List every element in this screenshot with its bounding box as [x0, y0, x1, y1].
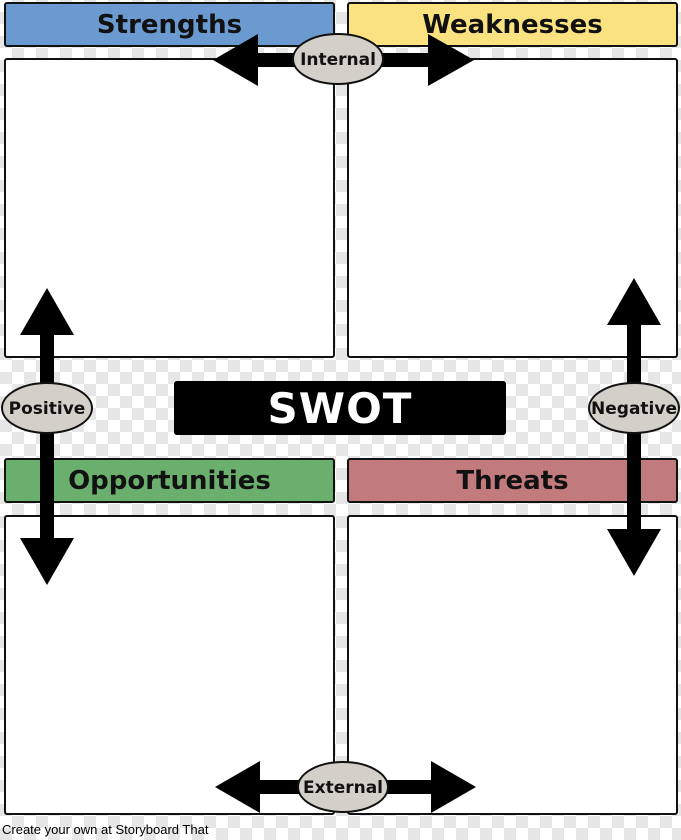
positive-arrow [20, 288, 74, 585]
negative-oval: Negative [588, 382, 680, 434]
threats-box[interactable] [347, 515, 678, 815]
strengths-header: Strengths [4, 2, 335, 47]
swot-title-text: SWOT [267, 383, 413, 433]
external-label: External [303, 778, 383, 798]
internal-label: Internal [300, 50, 376, 70]
external-oval: External [297, 761, 389, 813]
strengths-label: Strengths [96, 9, 243, 40]
weaknesses-header: Weaknesses [347, 2, 678, 47]
strengths-box[interactable] [4, 58, 335, 358]
weaknesses-label: Weaknesses [422, 9, 603, 40]
negative-label: Negative [591, 399, 677, 419]
threats-header: Threats [347, 458, 678, 503]
internal-oval: Internal [292, 33, 384, 85]
opportunities-header: Opportunities [4, 458, 335, 503]
footer-credit[interactable]: Create your own at Storyboard That [2, 822, 209, 837]
positive-label: Positive [9, 399, 86, 419]
opportunities-box[interactable] [4, 515, 335, 815]
swot-title: SWOT [174, 381, 506, 435]
threats-label: Threats [456, 465, 569, 496]
positive-oval: Positive [1, 382, 93, 434]
opportunities-label: Opportunities [68, 465, 271, 496]
